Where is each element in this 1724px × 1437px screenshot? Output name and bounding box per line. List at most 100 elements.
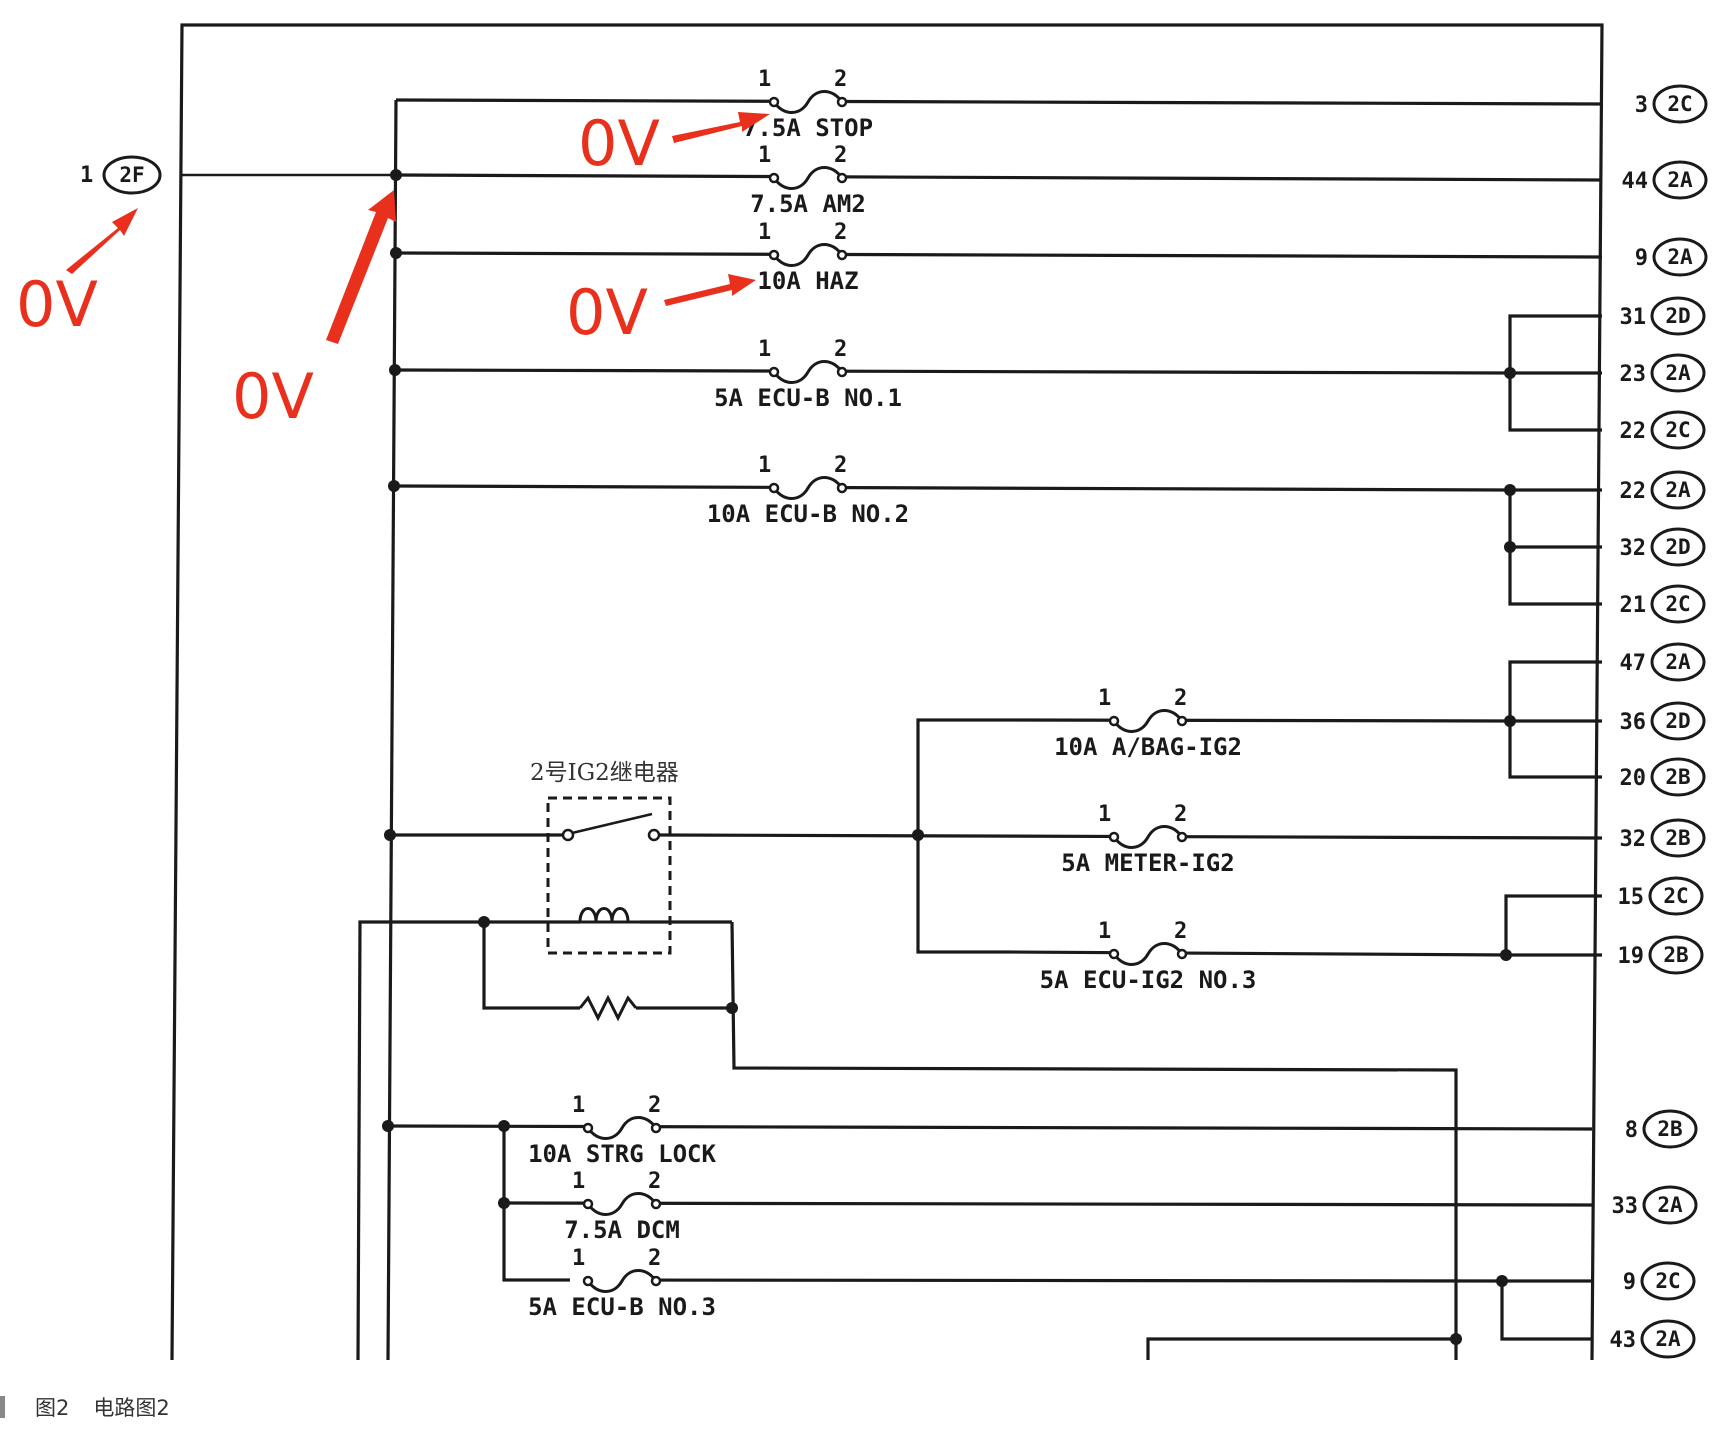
fuse-element-icon — [772, 90, 844, 114]
junction-dot — [1450, 1333, 1462, 1345]
connector-id: 2C — [1665, 418, 1690, 442]
fuse-pin-in: 1 — [758, 67, 771, 92]
junction-dot — [498, 1120, 510, 1132]
haz-wire — [395, 251, 1603, 259]
connector-pin: 47 — [1620, 651, 1647, 676]
fuse-terminal — [768, 96, 780, 108]
junction-dot — [388, 480, 400, 492]
connector-oval — [1642, 1109, 1698, 1149]
connector-oval — [1650, 353, 1706, 393]
connector-oval — [1650, 701, 1706, 741]
fuse-terminal — [1176, 831, 1188, 843]
connector-id: 2B — [1665, 765, 1690, 789]
fuse-pin-in: 1 — [572, 1246, 585, 1271]
fuse-element-icon — [586, 1192, 658, 1216]
connector-oval — [1648, 876, 1704, 916]
fuse-terminal — [650, 1275, 662, 1287]
connector-oval — [102, 155, 162, 195]
fuse-pin-out: 2 — [834, 143, 847, 168]
connector-oval — [1650, 296, 1706, 336]
connector-id: 2B — [1663, 943, 1688, 967]
fuse-terminal — [1176, 715, 1188, 727]
arrow-icon — [672, 112, 770, 143]
fuse-pin-in: 1 — [572, 1169, 585, 1194]
junction-dot — [1504, 367, 1516, 379]
fuse-pin-out: 2 — [1174, 802, 1187, 827]
main-bus — [386, 99, 398, 1361]
fuse-label: 10A ECU-B NO.2 — [707, 500, 909, 528]
connector-id: 2D — [1665, 304, 1690, 328]
ecuig2-wire — [1005, 950, 1511, 957]
fuse-terminal — [768, 366, 780, 378]
fuse-pin-out: 2 — [1174, 919, 1187, 944]
connector-pin: 9 — [1623, 1270, 1636, 1295]
connector-oval — [1642, 1185, 1698, 1225]
fuse-terminal — [836, 96, 848, 108]
connector-id: 2C — [1667, 92, 1692, 116]
fuse-element-icon — [586, 1269, 658, 1293]
connector-oval — [1652, 160, 1708, 200]
junction-dot — [1504, 715, 1516, 727]
bracket-ecuig2 — [1504, 894, 1602, 957]
fuse-element-icon — [586, 1116, 658, 1140]
junction-dot — [1504, 541, 1516, 553]
connector-id: 2C — [1655, 1269, 1680, 1293]
junction-dot — [390, 247, 402, 259]
fuse-terminal — [1108, 948, 1120, 960]
fuse-element-icon — [772, 243, 844, 267]
lower-branch — [502, 1126, 570, 1282]
fuse-label: 10A HAZ — [757, 267, 858, 295]
connector-pin: 8 — [1625, 1118, 1638, 1143]
junction-dot — [390, 169, 402, 181]
fuse-pin-out: 2 — [834, 337, 847, 362]
connector-pin: 43 — [1610, 1328, 1637, 1353]
arrow-icon — [326, 190, 396, 344]
fuse-label: 7.5A DCM — [564, 1216, 680, 1244]
relay-dashed-box — [546, 796, 672, 955]
junction-dot — [912, 829, 924, 841]
fuse-terminal — [650, 1198, 662, 1210]
ecub1-wire — [395, 368, 1511, 375]
relay-resistor — [578, 994, 638, 1022]
am2-wire — [395, 173, 1603, 182]
fuse-pin-in: 1 — [572, 1093, 585, 1118]
fuse-pin-out: 2 — [648, 1246, 661, 1271]
fuse-element-icon — [772, 476, 844, 500]
fuse-pin-in: 1 — [1098, 802, 1111, 827]
connector-pin: 36 — [1620, 710, 1647, 735]
fuse-label: 10A A/BAG-IG2 — [1054, 733, 1242, 761]
fuse-pin-out: 2 — [648, 1169, 661, 1194]
connector-id: 2A — [1657, 1193, 1683, 1217]
dcm-wire — [503, 1201, 1593, 1207]
voltage-label: 0V — [232, 360, 314, 433]
fuse-terminal — [1108, 715, 1120, 727]
fuse-pin-in: 1 — [758, 220, 771, 245]
connector-id: 2B — [1665, 826, 1690, 850]
connector-oval — [1650, 642, 1706, 682]
fuse-element-icon — [772, 166, 844, 190]
connector-id: 2D — [1665, 709, 1690, 733]
connector-id: 2C — [1663, 884, 1688, 908]
fuse-label: 7.5A AM2 — [750, 190, 866, 218]
voltage-label: 0V — [566, 276, 648, 349]
junction-dot — [478, 916, 490, 928]
connector-id: 2C — [1665, 592, 1690, 616]
fuse-terminal — [1176, 948, 1188, 960]
connector-id: 2A — [1665, 478, 1691, 502]
connector-id: 2D — [1665, 535, 1690, 559]
resistor-loop — [482, 922, 732, 1010]
junction-dot — [1504, 484, 1516, 496]
fuse-element-icon — [1112, 825, 1184, 849]
fuse-pin-out: 2 — [648, 1093, 661, 1118]
arrow-icon — [664, 274, 756, 306]
